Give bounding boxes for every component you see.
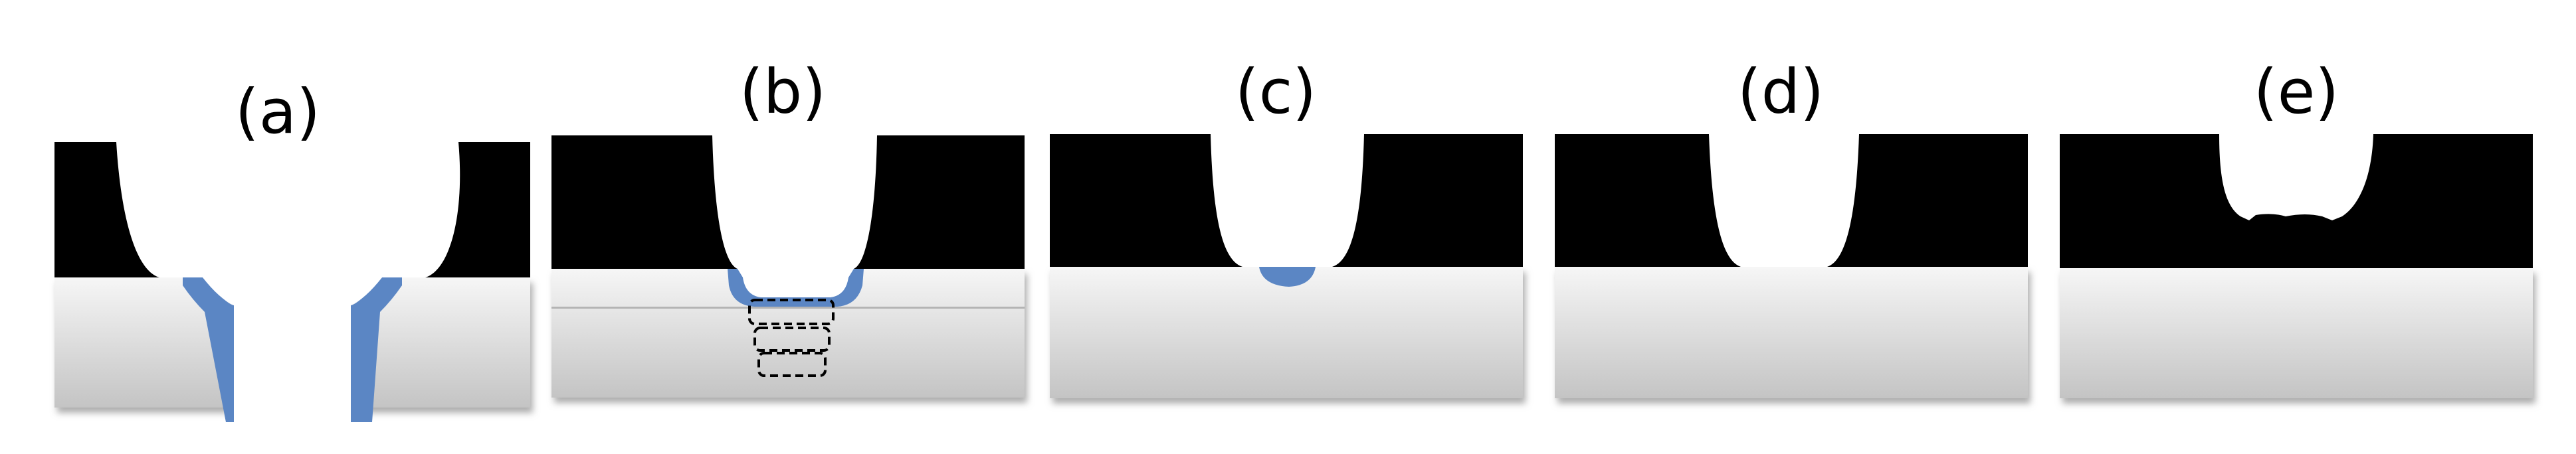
panel-a: (a) [54,76,530,425]
panel-label-d: (d) [1737,56,1824,127]
panel-label-c: (c) [1235,56,1316,127]
cavity-e [2218,131,2375,220]
substrate-layer-divider-b [551,307,1025,309]
panel-b: (b) [551,56,1025,398]
etch-step-2 [753,327,831,352]
substrate-c [1050,267,1523,398]
etch-step-3 [757,352,827,377]
panel-label-a: (a) [235,76,320,147]
cavity-b [711,133,878,297]
etch-step-outlines-b [748,299,835,377]
residue-c [1259,267,1316,287]
etch-step-1 [748,299,835,325]
panel-label-e: (e) [2254,56,2339,127]
substrate-e [2060,268,2533,398]
substrate-d [1555,267,2028,398]
cavity-d [1708,131,1860,267]
panel-d: (d) [1555,56,2028,398]
panel-label-b: (b) [740,56,826,127]
panel-e: (e) [2060,56,2533,398]
cavity-a [116,139,460,425]
panel-c: (c) [1050,56,1523,398]
cavity-c [1209,131,1365,267]
